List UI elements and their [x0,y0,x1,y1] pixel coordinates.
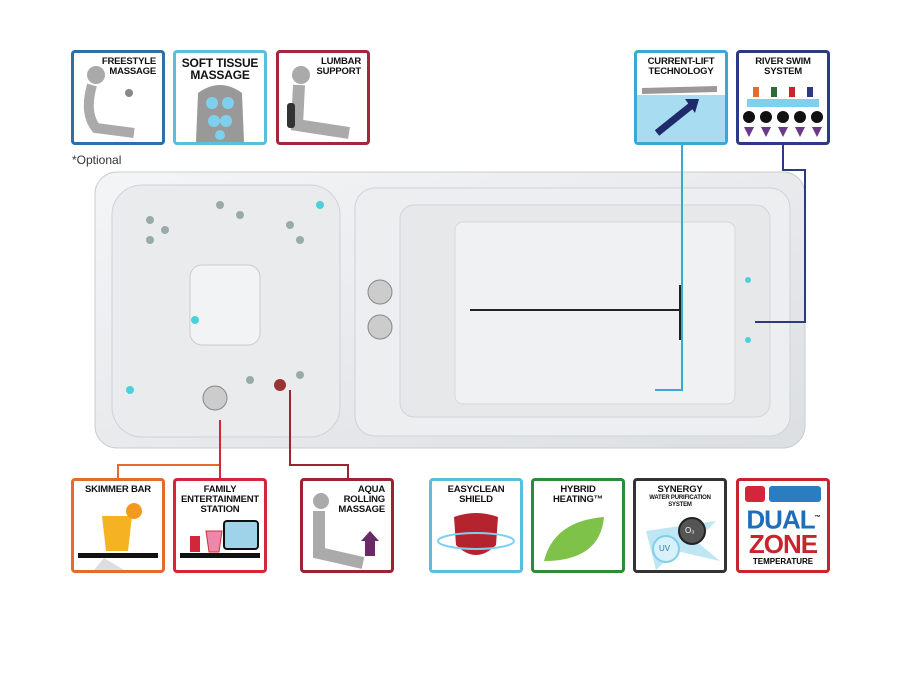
trademark: ™ [814,515,821,521]
label-line: CURRENT-LIFT [647,56,715,67]
drink-tray-icon [78,503,158,570]
label-line: SYSTEM [764,66,802,77]
label-line: EASYCLEAN [447,484,505,495]
temperature-text: TEMPERATURE [752,557,814,566]
zone-text: ZONE [748,528,818,559]
swimmer-current-icon [637,86,725,142]
label-line: SYNERGY [657,484,703,495]
dual-text: DUAL [746,504,815,535]
label-line: ENTERTAINMENT [181,494,259,505]
label-line: FREESTYLE [101,56,156,67]
seated-person-icon [287,66,350,139]
label-line: STATION [200,504,240,515]
tv-popcorn-icon [180,520,260,558]
label-sub: WATER PURIFICATION [649,495,711,501]
label-line: SUPPORT [316,66,361,77]
feature-skimmer-bar: SKIMMER BAR [71,478,165,573]
seated-person-arrow-icon [313,493,379,569]
dual-zone-bars-icon [745,486,821,502]
label-line: RIVER SWIM [755,56,811,67]
leaf-icon [544,517,604,561]
label-line: SOFT TISSUE [181,56,259,70]
label-line: HEATING™ [553,494,603,505]
water-splash-icon [646,517,720,570]
person-massage-icon [83,66,135,138]
label-line: AQUA [357,484,385,495]
label-line: HYBRID [560,484,596,495]
back-muscles-icon [196,85,244,142]
label-line: MASSAGE [109,66,156,77]
feature-dual-zone: DUAL™ ZONE TEMPERATURE [736,478,830,573]
ozone-badge: O₃ [685,526,695,535]
shield-icon [437,513,515,555]
optional-note: *Optional [72,153,122,167]
label-line: MASSAGE [338,504,385,515]
label-line: MASSAGE [190,68,250,82]
label-line: LUMBAR [321,56,361,67]
label-line: SHIELD [459,494,493,505]
label-line: TECHNOLOGY [648,66,714,77]
label-line: FAMILY [203,484,237,495]
label-sub: SYSTEM [668,502,692,508]
uv-badge: UV [659,544,671,553]
jets-diagram-icon [743,87,823,137]
label-line: ROLLING [343,494,386,505]
label-line: SKIMMER BAR [85,484,151,495]
